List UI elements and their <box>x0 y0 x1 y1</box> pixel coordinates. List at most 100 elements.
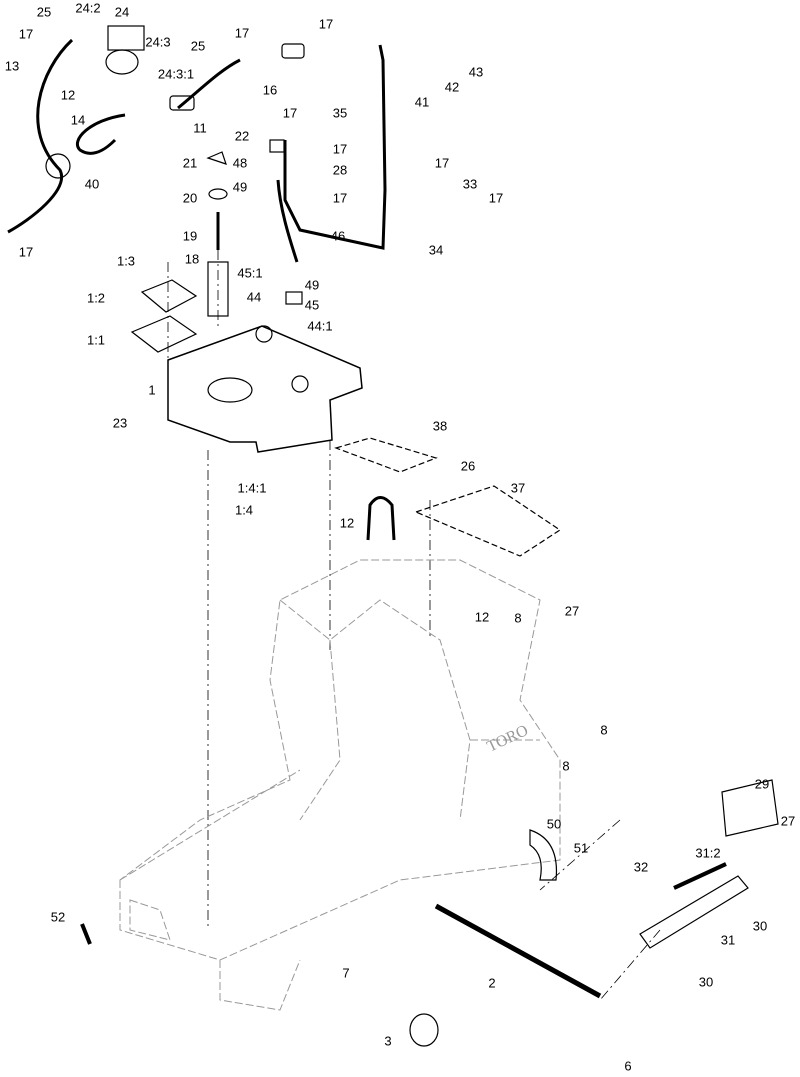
callout-label: 24 <box>114 4 130 20</box>
callout-label: 46 <box>330 228 346 244</box>
hose-14 <box>76 113 126 155</box>
callout-label: 30 <box>752 918 768 934</box>
callout-label: 21 <box>182 155 198 171</box>
callout-label: 28 <box>332 162 348 178</box>
tank-opening <box>291 375 309 393</box>
callout-label: 1:4:1 <box>237 480 267 496</box>
callout-label: 18 <box>184 251 200 267</box>
callout-label: 48 <box>232 155 248 171</box>
callout-label: 12 <box>474 609 490 625</box>
callout-label: 25 <box>190 38 206 54</box>
callout-label: 8 <box>600 722 608 738</box>
callout-label: 25 <box>36 4 52 20</box>
callout-label: 1:2 <box>86 290 106 306</box>
callout-label: 34 <box>428 242 444 258</box>
grommet-40 <box>45 153 71 179</box>
callout-label: 49 <box>232 179 248 195</box>
plate-37 <box>414 485 562 557</box>
hose-13 <box>7 38 74 234</box>
fitting-22 <box>269 139 285 153</box>
frame-phantom <box>119 559 561 1011</box>
callout-label: 32 <box>633 859 649 875</box>
callout-label: 24:3:1 <box>157 66 195 82</box>
tank-port <box>207 377 253 403</box>
callout-label: 29 <box>754 776 770 792</box>
cover-29 <box>721 779 779 837</box>
valve-11 <box>169 95 195 111</box>
callout-label: 12 <box>60 87 76 103</box>
gasket-20 <box>208 188 228 200</box>
callout-label: 17 <box>332 141 348 157</box>
callout-label: 51 <box>573 840 589 856</box>
callout-label: 23 <box>112 415 128 431</box>
callout-label: 43 <box>468 64 484 80</box>
callout-label: 49 <box>304 277 320 293</box>
hub-3-disc <box>409 1013 439 1047</box>
callout-label: 16 <box>262 82 278 98</box>
callout-label: 20 <box>182 190 198 206</box>
canister-24-3 <box>105 49 139 75</box>
callout-label: 17 <box>488 190 504 206</box>
callout-label: 1 <box>148 382 156 398</box>
filter-15 <box>281 43 305 59</box>
callout-label: 12 <box>339 515 355 531</box>
callout-label: 8 <box>562 758 570 774</box>
cap-21 <box>206 151 227 165</box>
callout-label: 26 <box>460 458 476 474</box>
callout-label: 17 <box>234 25 250 41</box>
bracket-24 <box>107 25 145 51</box>
callout-label: 27 <box>780 813 796 829</box>
callout-label: 30 <box>698 974 714 990</box>
handle-26 <box>366 496 396 541</box>
callout-label: 31 <box>720 932 736 948</box>
plate-1-2 <box>140 279 198 313</box>
callout-label: 13 <box>4 58 20 74</box>
callout-label: 27 <box>564 603 580 619</box>
callout-label: 6 <box>624 1058 632 1074</box>
callout-label: 7 <box>342 965 350 981</box>
callout-label: 3 <box>384 1033 392 1049</box>
fitting-44 <box>285 291 303 305</box>
hose-35-34 <box>283 44 387 250</box>
callout-label: 17 <box>18 26 34 42</box>
callout-label: 1:4 <box>234 502 254 518</box>
callout-label: 1:1 <box>86 332 106 348</box>
callout-label: 41 <box>414 94 430 110</box>
callout-label: 40 <box>84 176 100 192</box>
callout-label: 50 <box>546 816 562 832</box>
callout-label: 35 <box>332 105 348 121</box>
callout-label: 17 <box>434 155 450 171</box>
callout-label: 17 <box>332 190 348 206</box>
callout-label: 45:1 <box>237 265 263 281</box>
callout-label: 38 <box>432 418 448 434</box>
callout-label: 11 <box>193 120 207 136</box>
callout-label: 42 <box>444 79 460 95</box>
callout-label: 24:3 <box>145 34 171 50</box>
hose-46 <box>276 179 299 263</box>
callout-label: 22 <box>234 128 250 144</box>
callout-label: 17 <box>18 244 34 260</box>
pin-52 <box>80 923 92 945</box>
callout-label: 14 <box>70 112 86 128</box>
callout-label: 1:3 <box>116 253 136 269</box>
callout-label: 37 <box>510 480 526 496</box>
bracket-31 <box>639 875 749 949</box>
plate-38 <box>334 437 438 473</box>
callout-label: 31:2 <box>695 845 721 861</box>
callout-label: 17 <box>318 16 334 32</box>
tank-opening-2 <box>255 325 273 343</box>
callout-label: 24:2 <box>75 0 101 16</box>
shaft-2 <box>434 903 602 999</box>
gasket-1-1 <box>130 315 198 353</box>
callout-label: 33 <box>462 176 478 192</box>
strip-31-2 <box>673 862 727 890</box>
fuel-tank-1 <box>167 325 363 453</box>
callout-label: 45 <box>304 297 320 313</box>
callout-label: 17 <box>282 105 298 121</box>
callout-label: 19 <box>182 228 198 244</box>
shield-50 <box>529 829 558 881</box>
callout-label: 44 <box>246 289 262 305</box>
callout-label: 52 <box>50 909 66 925</box>
